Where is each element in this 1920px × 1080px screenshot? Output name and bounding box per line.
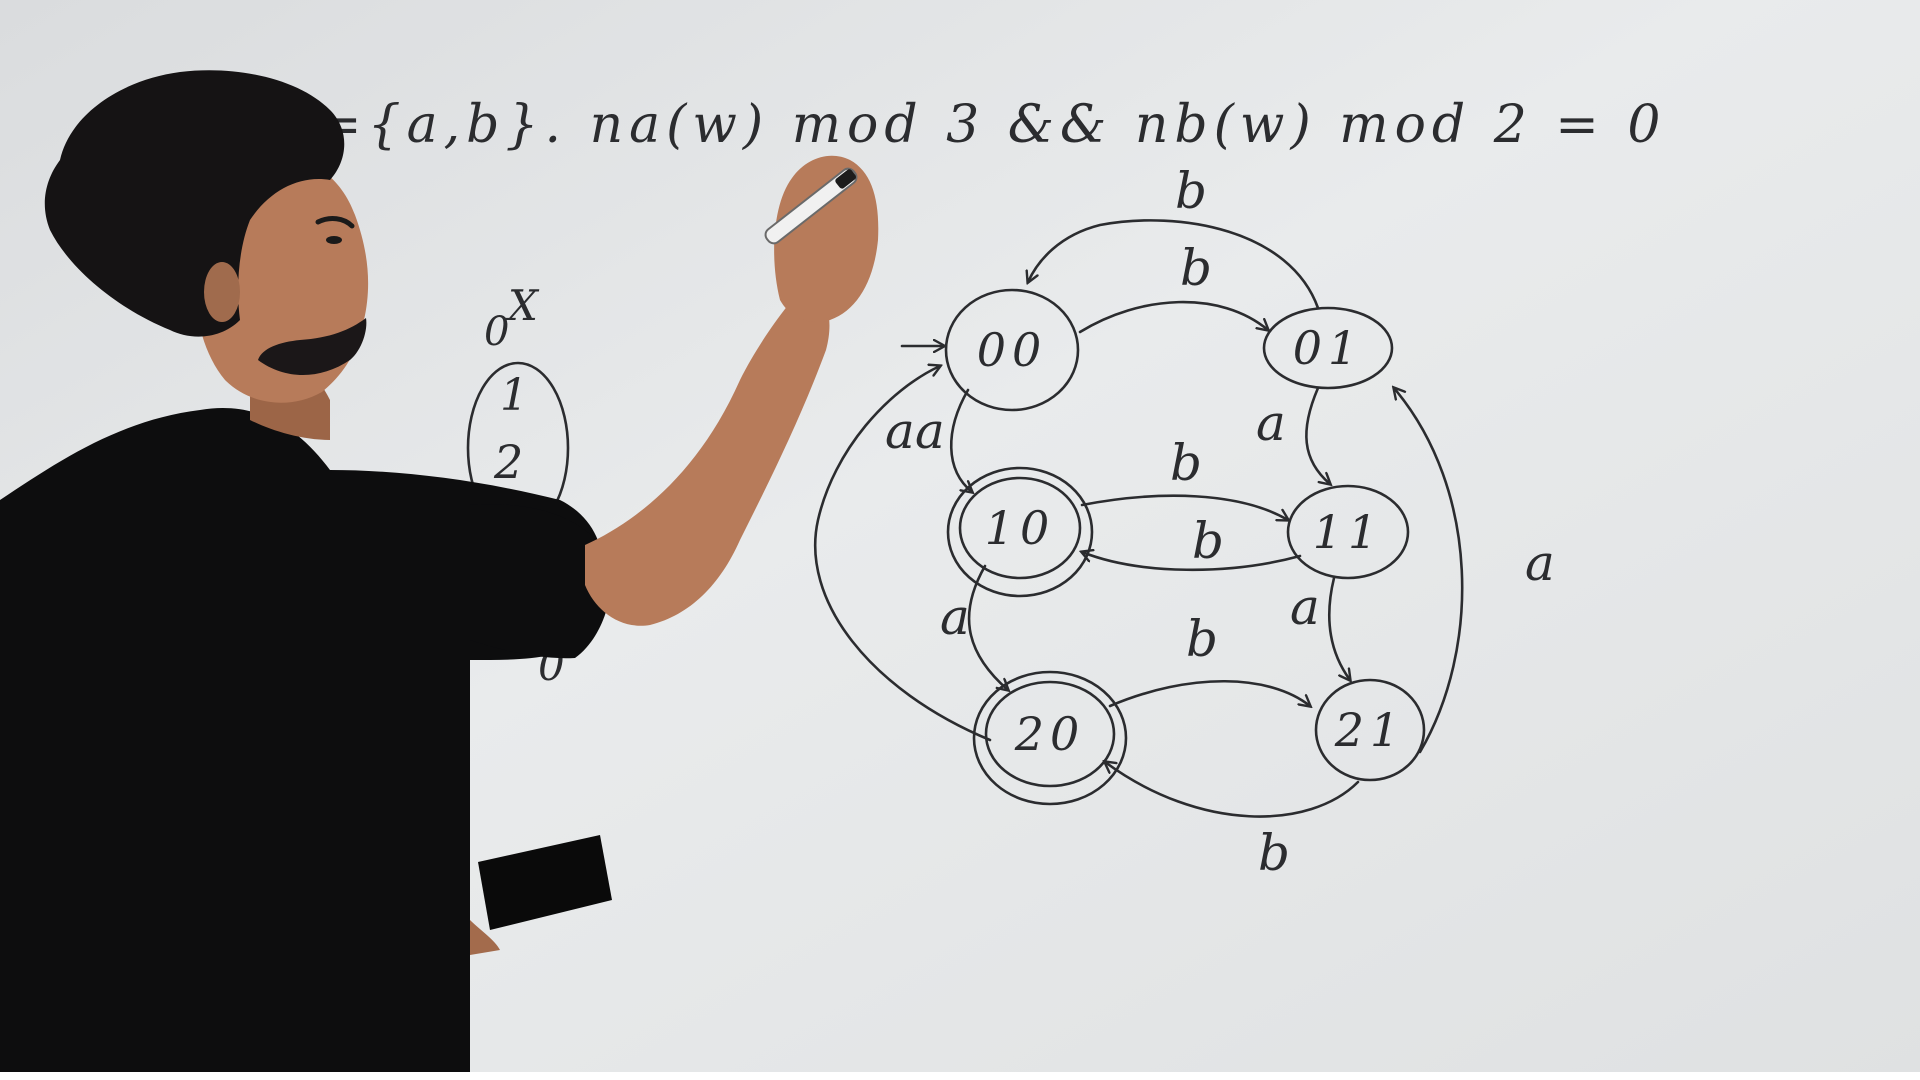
state-20-final-ring	[972, 670, 1128, 806]
transition-00-to-10	[949, 388, 972, 492]
transition-21-to-01	[1394, 388, 1464, 754]
state-01: 01	[1262, 306, 1394, 390]
transition-00-to-01	[1078, 300, 1268, 334]
marker-icon	[764, 167, 858, 245]
presenter-hair	[44, 70, 345, 337]
transition-label-10-to-11: b	[1170, 434, 1202, 492]
side-list-item-1: 1	[500, 370, 528, 421]
side-list-cross: X	[505, 281, 540, 330]
state-20-label: 20	[1014, 707, 1086, 761]
state-10-final-ring	[946, 466, 1094, 598]
transition-label-01-to-11: a	[1256, 394, 1286, 452]
transition-11-to-21	[1327, 576, 1350, 680]
transition-label-00-to-10: a	[915, 402, 945, 460]
header-expression: ={a,b}. na(w) mod 3 && nb(w) mod 2 = 0	[318, 95, 1667, 155]
transition-20-to-21	[1108, 680, 1310, 706]
state-10-circle	[958, 476, 1082, 580]
transition-10-to-20	[967, 564, 1008, 690]
state-01-label: 01	[1293, 321, 1364, 375]
transition-21-to-20	[1105, 762, 1360, 818]
transition-label-20-to-21: b	[1186, 610, 1218, 668]
presenter-sleeve	[470, 504, 612, 659]
transition-label-01-to-00: b	[1175, 162, 1207, 220]
state-11: 11	[1286, 484, 1410, 580]
presenter-ear	[204, 262, 240, 322]
transition-01-to-11	[1305, 386, 1330, 484]
state-00-label: 00	[977, 323, 1048, 377]
transition-11-to-10	[1082, 552, 1302, 572]
presenter-beard	[258, 318, 367, 375]
transition-label-21-to-01: a	[1525, 534, 1555, 592]
transition-01-to-00	[1028, 219, 1320, 310]
transition-label-00-to-01: b	[1180, 239, 1212, 297]
presenter-forearm	[585, 280, 830, 626]
state-21-circle	[1314, 678, 1426, 782]
presenter-hand	[774, 155, 879, 322]
state-20-circle	[984, 680, 1116, 788]
state-00: 00	[900, 288, 1080, 412]
state-11-circle	[1286, 484, 1410, 580]
presenter-wrist	[470, 920, 500, 955]
transition-label-11-to-21: a	[1290, 578, 1320, 636]
state-10-label: 10	[985, 501, 1056, 555]
state-11-label: 11	[1313, 505, 1384, 559]
side-list-rejected: 0	[484, 309, 509, 355]
state-20: 20	[972, 670, 1128, 806]
state-10: 10	[946, 466, 1094, 598]
bottom-letterbox	[0, 1072, 1920, 1080]
presenter-shirt	[0, 408, 604, 1072]
presenter-eye	[326, 236, 342, 244]
presenter-device	[478, 835, 612, 930]
side-list-item-2: 2	[493, 435, 523, 489]
transition-10-to-11	[1080, 494, 1288, 520]
transition-label-11-to-10: b	[1192, 512, 1224, 570]
state-21-label: 21	[1334, 703, 1406, 757]
transition-20-to-00	[813, 366, 992, 742]
presenter	[0, 70, 879, 1072]
transition-label-20-to-00: a	[885, 402, 915, 460]
transition-label-21-to-20: b	[1258, 824, 1290, 882]
state-21: 21	[1314, 678, 1426, 782]
presenter-brow	[315, 216, 355, 229]
state-01-circle	[1262, 306, 1394, 390]
transition-label-10-to-20: a	[940, 588, 970, 646]
